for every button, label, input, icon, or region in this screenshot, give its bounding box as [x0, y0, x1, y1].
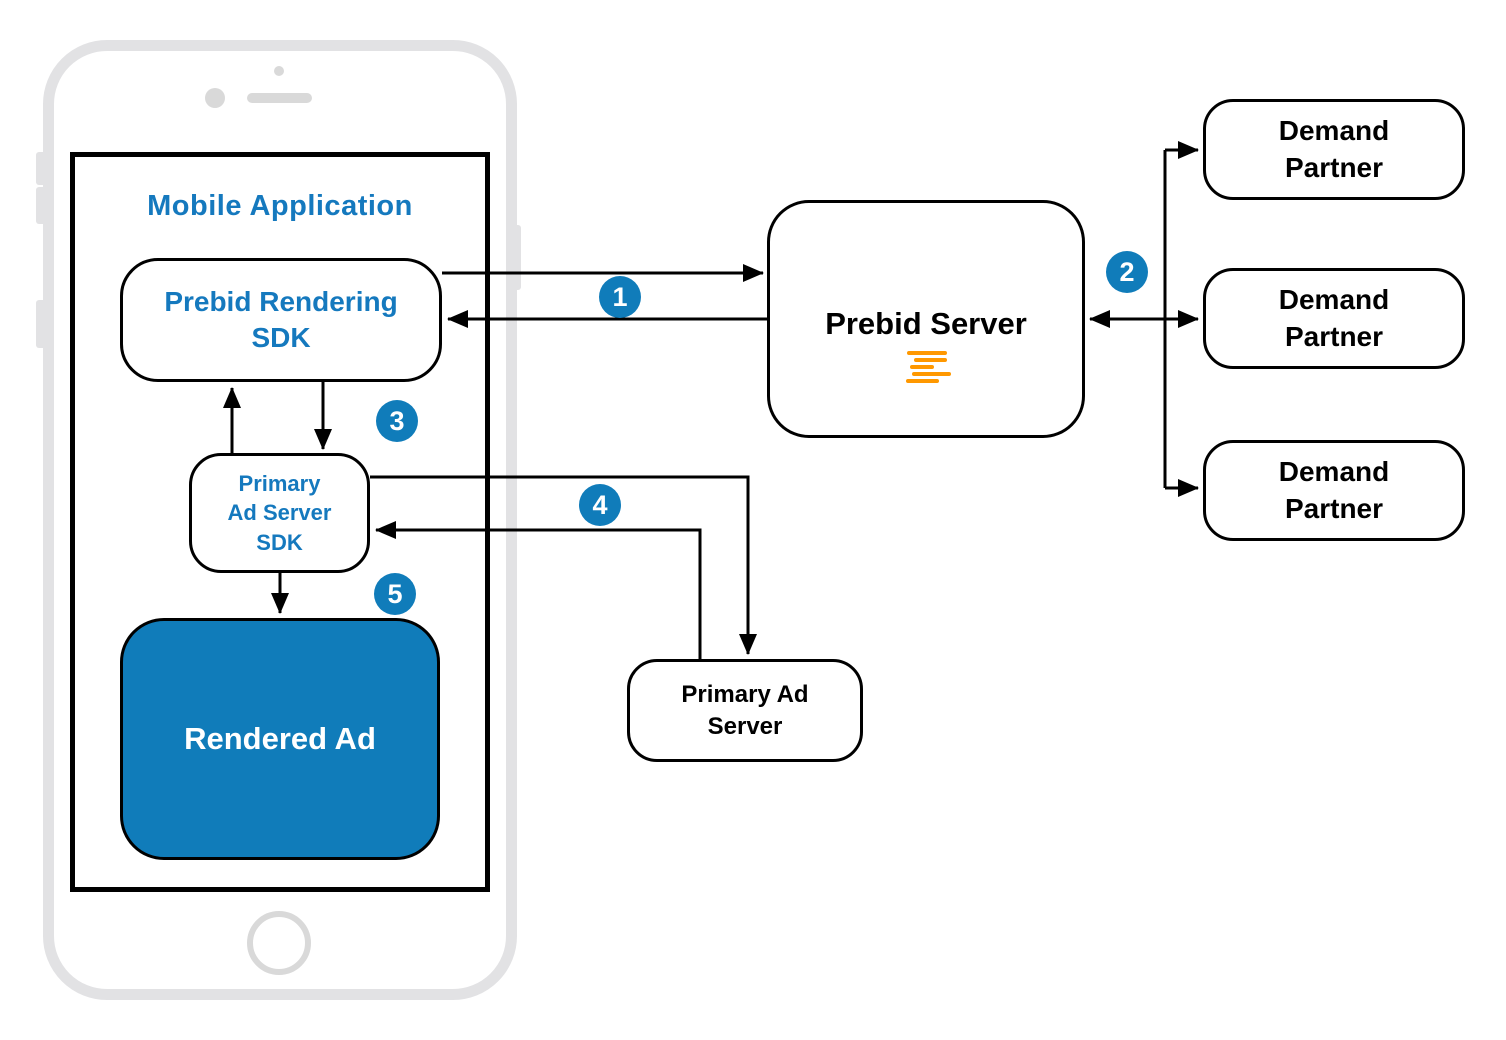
power-button: [513, 225, 521, 290]
speaker-bar-icon: [247, 93, 312, 103]
primary-ad-server-sdk-node: Primary Ad Server SDK: [189, 453, 370, 573]
step-3-badge: 3: [376, 400, 418, 442]
home-button: [247, 911, 311, 975]
prebid-server-node: Prebid Server: [767, 200, 1085, 438]
mute-switch: [36, 152, 44, 185]
volume-down-button: [36, 300, 44, 348]
primary-ad-server-node: Primary Ad Server: [627, 659, 863, 762]
volume-up-button: [36, 187, 44, 224]
sensor-dot-icon: [274, 66, 284, 76]
prebid-logo-icon: [901, 350, 951, 385]
demand-partner-node-1: Demand Partner: [1203, 99, 1465, 200]
demand-partner-node-2: Demand Partner: [1203, 268, 1465, 369]
prebid-server-label: Prebid Server: [825, 305, 1027, 341]
camera-dot-icon: [205, 88, 225, 108]
prebid-rendering-sdk-node: Prebid Rendering SDK: [120, 258, 442, 382]
step-2-badge: 2: [1106, 251, 1148, 293]
step-5-badge: 5: [374, 573, 416, 615]
demand-partner-node-3: Demand Partner: [1203, 440, 1465, 541]
step-1-badge: 1: [599, 276, 641, 318]
rendered-ad-node: Rendered Ad: [120, 618, 440, 860]
mobile-application-title: Mobile Application: [147, 190, 413, 222]
step-4-badge: 4: [579, 484, 621, 526]
